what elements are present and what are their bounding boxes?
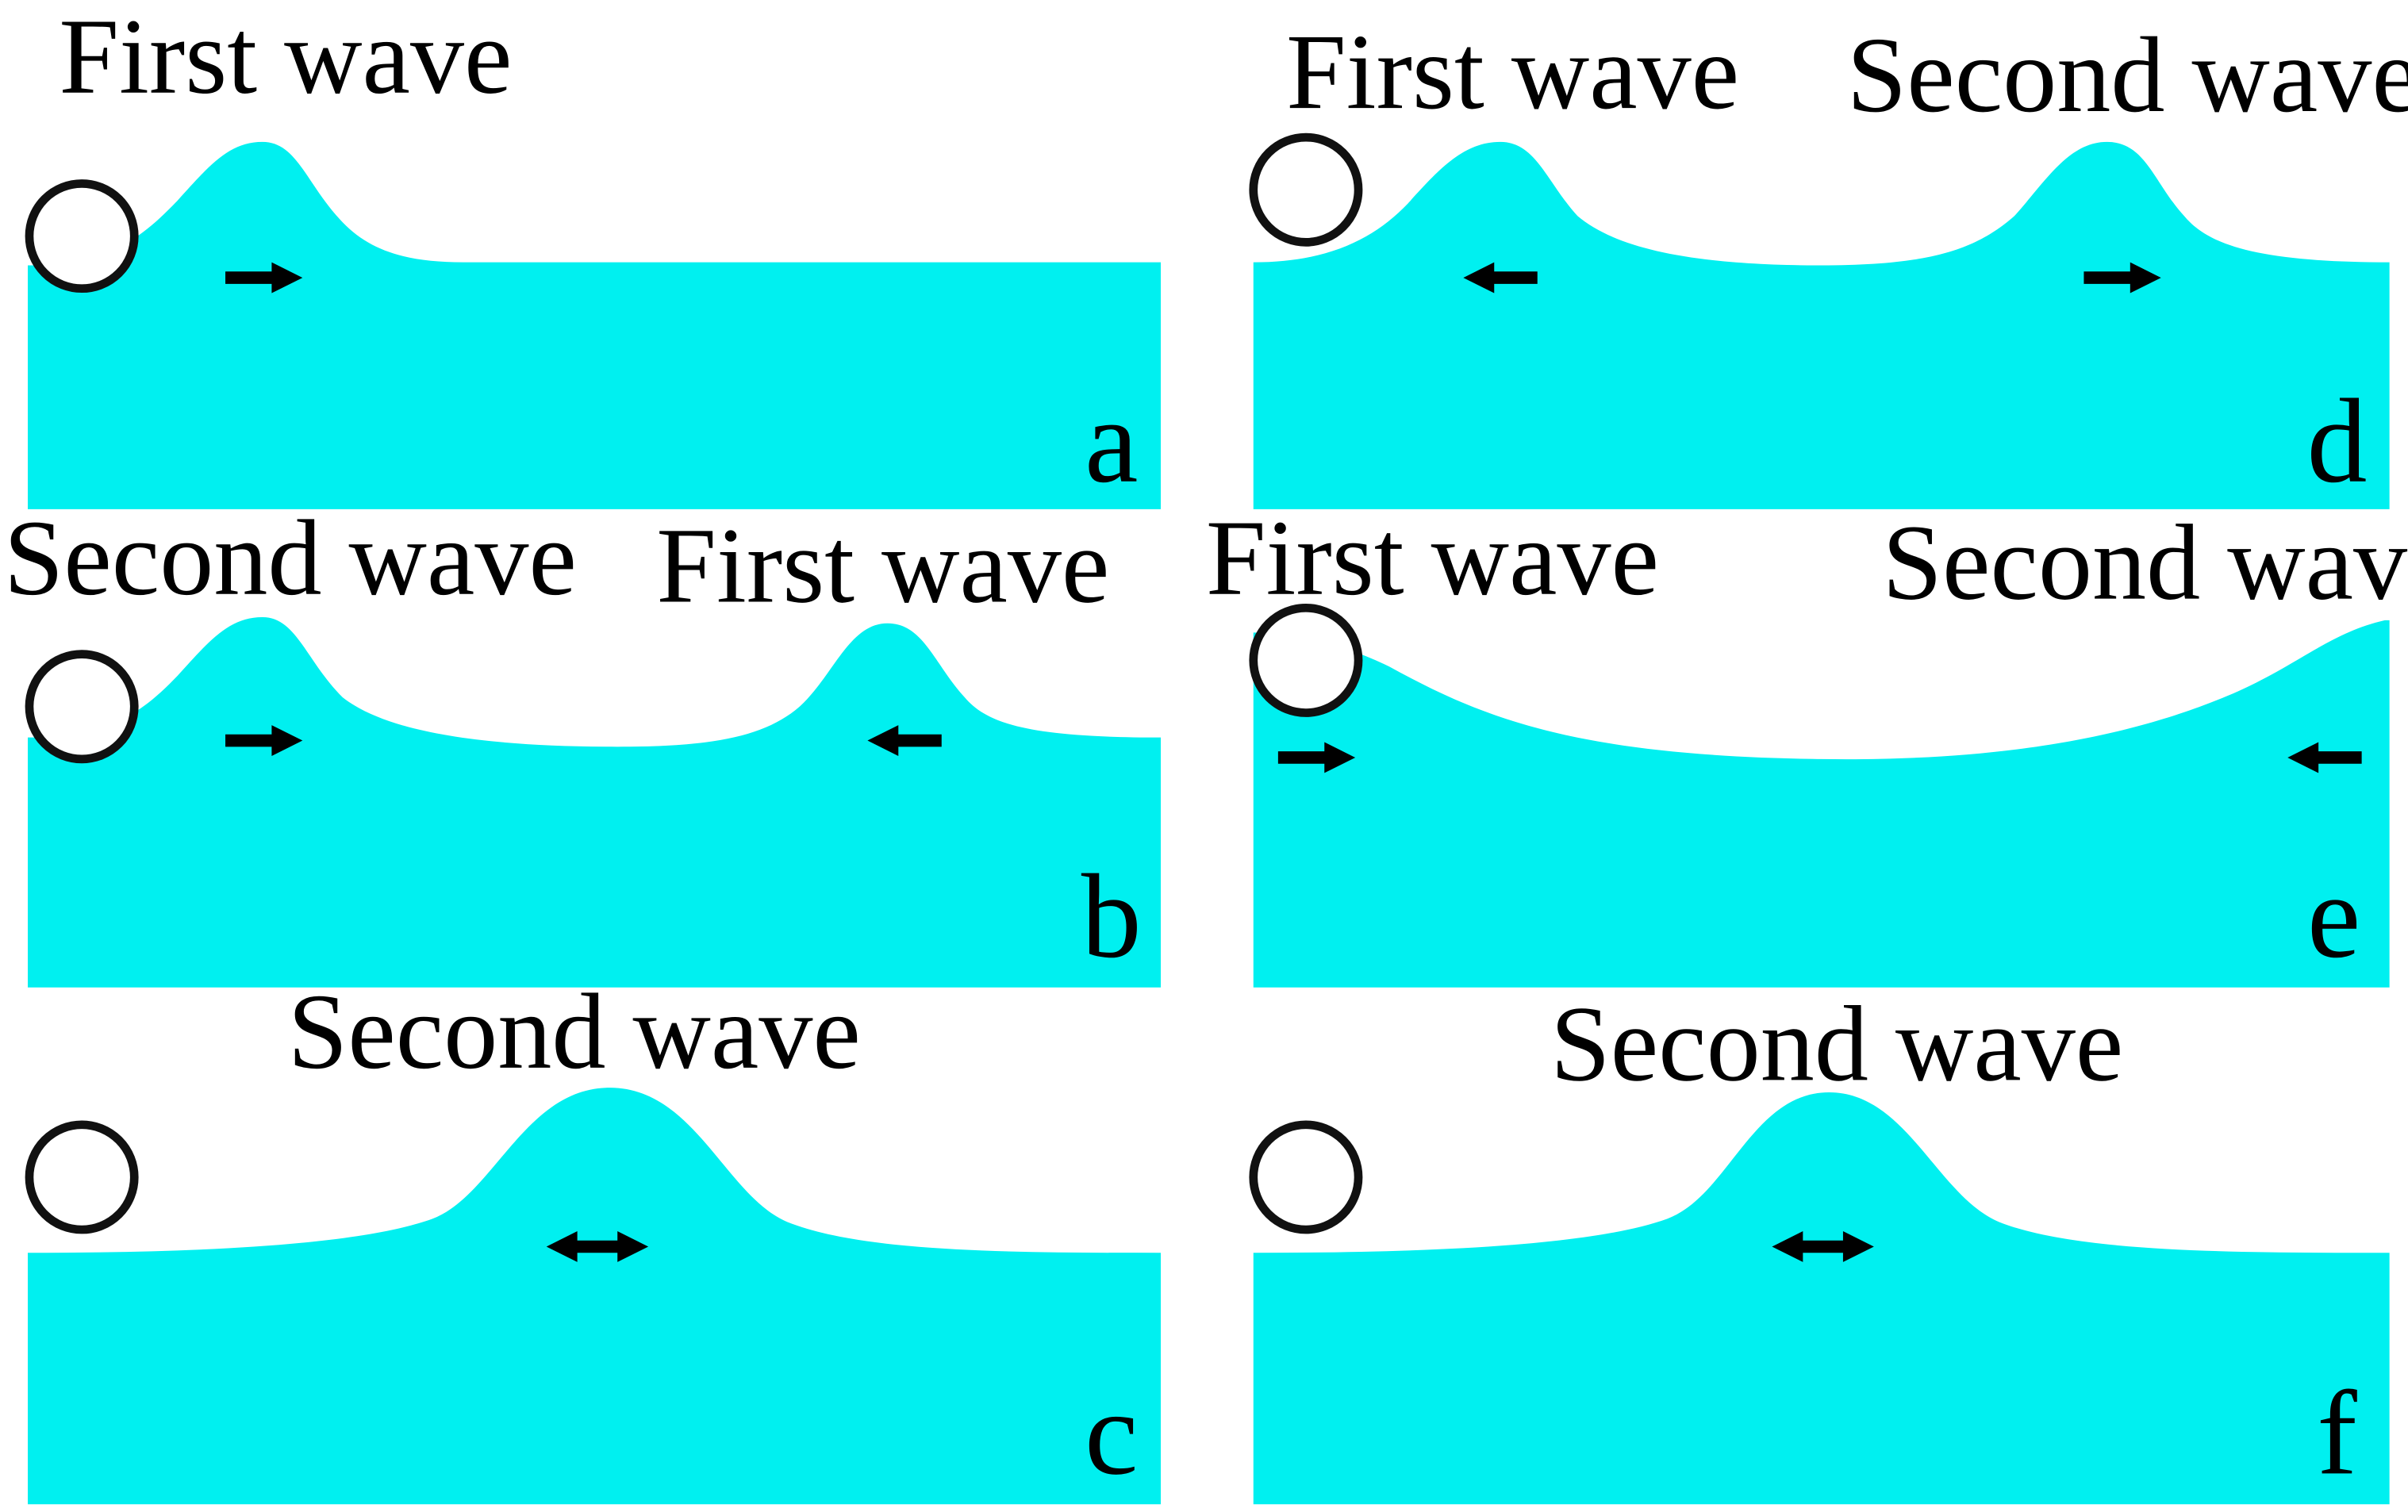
wave-label-d-2: Second wave	[1847, 16, 2408, 135]
water-body-d	[1253, 141, 2390, 509]
panel-letter-d: d	[2307, 374, 2368, 508]
arrow-both-c	[546, 1231, 649, 1262]
wave-label-b-2: First wave	[656, 507, 1109, 626]
water-body-e	[1253, 620, 2390, 988]
arrow-right-d	[2083, 262, 2161, 294]
panel-e: First wave Second wave e	[1206, 499, 2408, 988]
arrow-both-f	[1772, 1231, 1874, 1262]
water-body-f	[1253, 1092, 2390, 1505]
buoy-c	[25, 1120, 139, 1234]
buoy-e	[1249, 603, 1363, 717]
panel-letter-a: a	[1085, 374, 1138, 508]
arrow-right-a	[225, 262, 303, 294]
buoy-b	[25, 650, 139, 764]
wave-label-d-1: First wave	[1286, 13, 1739, 132]
wave-label-e-2: Second wave	[1882, 504, 2408, 623]
arrow-right-b	[225, 725, 303, 756]
panel-letter-f: f	[2317, 1366, 2357, 1499]
arrow-left-e	[2287, 742, 2362, 773]
wave-label-a-1: First wave	[59, 0, 512, 117]
wave-label-e-1: First wave	[1206, 499, 1659, 618]
water-body-c	[28, 1088, 1162, 1505]
panel-b: Second wave First wave b	[4, 499, 1162, 988]
arrow-left-b	[867, 725, 942, 756]
panel-f: Second wave f	[1249, 984, 2390, 1505]
wave-label-c-1: Second wave	[288, 973, 861, 1092]
buoy-f	[1249, 1120, 1363, 1234]
water-body-b	[28, 616, 1162, 988]
wave-label-f-1: Second wave	[1550, 984, 2123, 1103]
arrow-right-e	[1277, 742, 1356, 773]
panel-letter-c: c	[1085, 1366, 1138, 1499]
panel-letter-e: e	[2307, 850, 2360, 983]
arrow-left-d	[1463, 262, 1538, 294]
water-body-a	[28, 141, 1162, 509]
wave-label-b-1: Second wave	[4, 499, 577, 618]
buoy-a	[25, 179, 139, 294]
panel-c: Second wave c	[25, 973, 1162, 1505]
panel-d: First wave Second wave d	[1249, 13, 2408, 509]
panel-letter-b: b	[1081, 850, 1142, 983]
panel-a: First wave a	[25, 0, 1162, 509]
buoy-d	[1249, 132, 1363, 247]
